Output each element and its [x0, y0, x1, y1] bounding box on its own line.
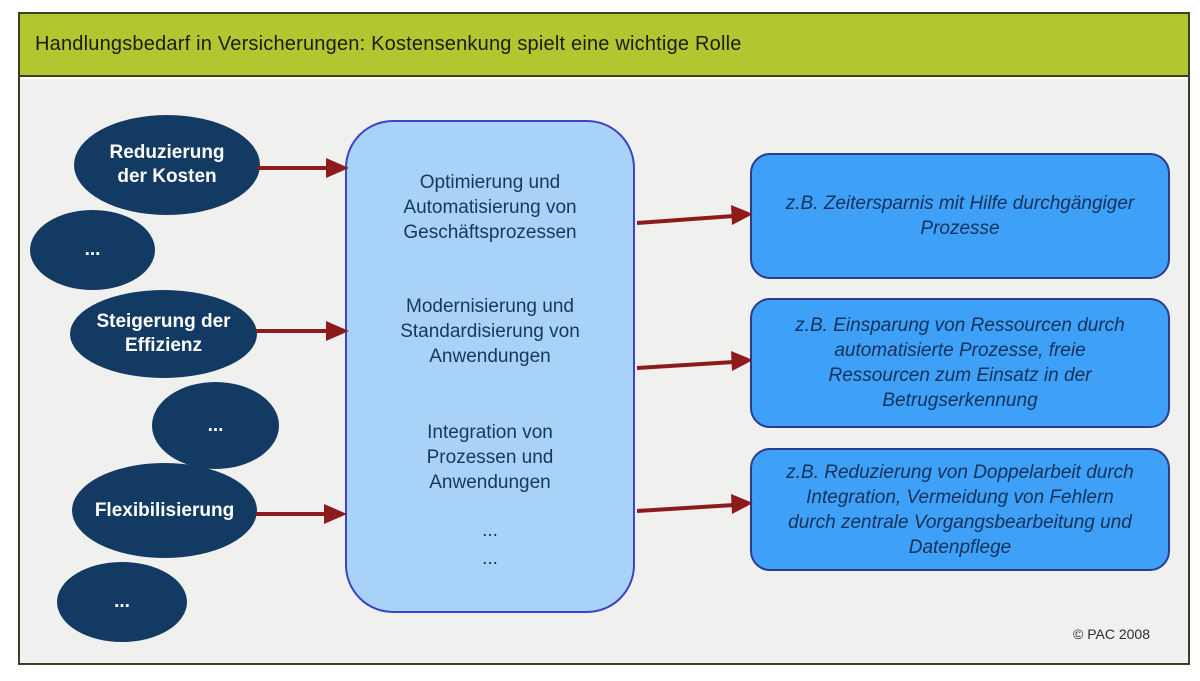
benefit-text: z.B. Reduzierung von Doppelarbeit durch … [786, 461, 1134, 558]
driver-ellipse-steigerung-der-effizienz: Steigerung der Effizienz [70, 290, 257, 378]
driver-label: ... [207, 414, 224, 436]
measures-box: Optimierung und Automatisierung von Gesc… [345, 120, 635, 613]
measure-item-modernisierung: Modernisierung und Standardisierung von … [400, 296, 580, 367]
driver-label: ... [84, 239, 101, 260]
benefit-box-reduzierung-doppelarbeit: z.B. Reduzierung von Doppelarbeit durch … [750, 448, 1170, 571]
driver-ellipse-ellipsis-3: ... [57, 562, 187, 642]
driver-label: Steigerung der Effizienz [96, 311, 231, 356]
driver-ellipse-ellipsis-2: ... [152, 382, 279, 469]
benefit-text: z.B. Zeitersparnis mit Hilfe durchgängig… [785, 193, 1135, 239]
benefit-text: z.B. Einsparung von Ressourcen durch aut… [795, 315, 1125, 411]
driver-ellipse-ellipsis-1: ... [30, 210, 155, 290]
measure-item-ellipsis-2: ... [482, 548, 498, 569]
page-title: Handlungsbedarf in Versicherungen: Koste… [35, 33, 742, 55]
measure-item-ellipsis-1: ... [482, 520, 498, 541]
driver-ellipse-reduzierung-der-kosten: Reduzierung der Kosten [74, 115, 260, 215]
driver-ellipse-flexibilisierung: Flexibilisierung [72, 463, 257, 558]
driver-label: Flexibilisierung [94, 499, 235, 521]
measure-item-optimierung: Optimierung und Automatisierung von Gesc… [403, 172, 577, 243]
benefit-box-einsparung-ressourcen: z.B. Einsparung von Ressourcen durch aut… [750, 298, 1170, 428]
benefit-box-zeitersparnis: z.B. Zeitersparnis mit Hilfe durchgängig… [750, 153, 1170, 279]
slide-title-bar: Handlungsbedarf in Versicherungen: Koste… [20, 14, 1188, 77]
driver-label: Reduzierung der Kosten [109, 142, 225, 187]
driver-label: ... [114, 591, 130, 612]
copyright-note: © PAC 2008 [1073, 626, 1150, 642]
measure-item-integration: Integration von Prozessen und Anwendunge… [426, 422, 554, 493]
